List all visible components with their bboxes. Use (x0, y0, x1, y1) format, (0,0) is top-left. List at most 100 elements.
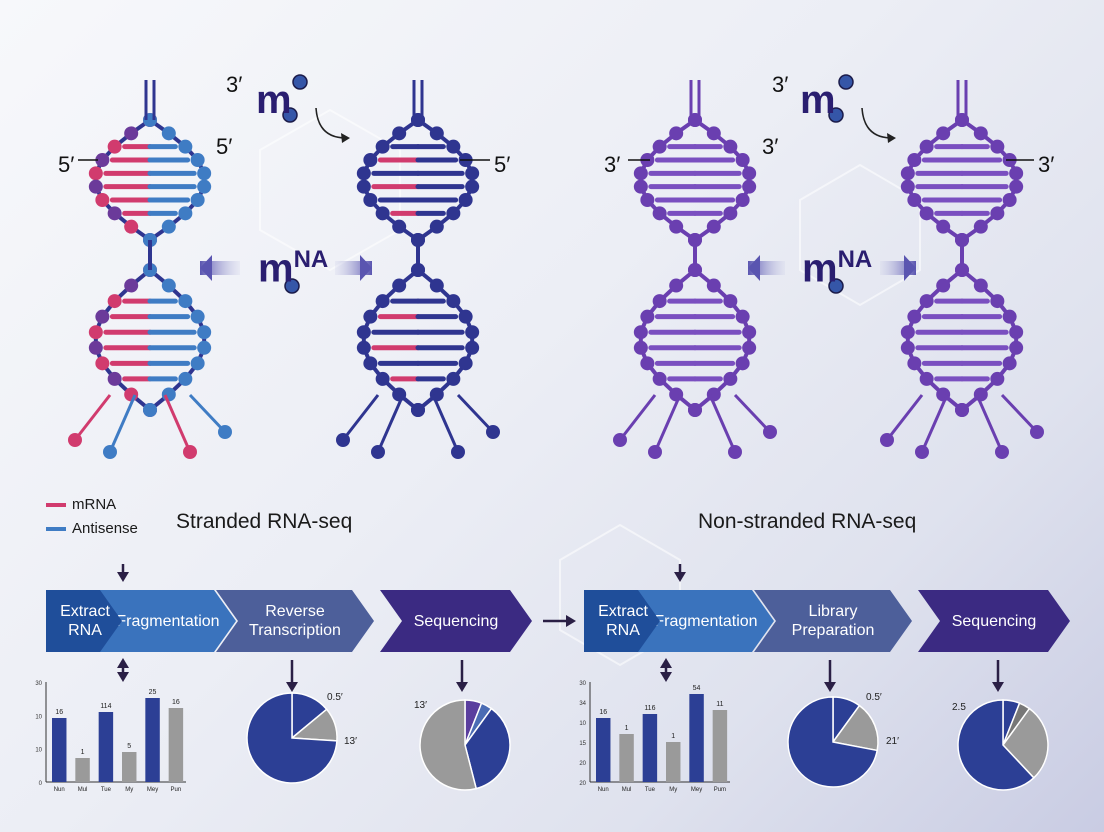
leg-strand (108, 394, 137, 453)
x-tick-label: Nun (598, 787, 609, 793)
x-tick-label: Nun (54, 787, 65, 793)
bar-label: 114 (100, 703, 111, 710)
nucleotide-bead (973, 126, 988, 141)
nucleotide-bead (652, 294, 667, 309)
arrow-to-workflow-right-head (674, 572, 686, 582)
nucleotide-bead (640, 193, 655, 207)
nucleotide-bead (1009, 340, 1024, 355)
top2-prime-label: 3′ (772, 72, 789, 97)
arrow-pie-right-2-head (992, 682, 1004, 692)
nucleotide-bead (178, 371, 193, 386)
bar (666, 742, 681, 782)
nucleotide-bead (107, 294, 122, 309)
nucleotide-bead (669, 219, 684, 234)
nucleotide-bead (375, 139, 390, 154)
bar-label: 16 (599, 709, 607, 716)
leg-strand (653, 394, 682, 453)
nucleotide-bead (363, 356, 378, 371)
nucleotide-bead (95, 356, 110, 371)
leg-bead (103, 445, 117, 459)
y-tick-label: 10 (35, 714, 42, 720)
x-tick-label: Tue (101, 787, 112, 793)
marker-dot (838, 74, 854, 90)
nucleotide-bead (669, 126, 684, 141)
nucleotide-bead (363, 153, 378, 167)
nucleotide-bead (919, 206, 934, 221)
pie-slice (464, 707, 511, 790)
nucleotide-bead (197, 166, 212, 181)
nucleotide-bead (973, 219, 988, 234)
nucleotide-bead (990, 206, 1005, 221)
nucleotide-bead (88, 166, 103, 181)
nucleotide-bead (190, 309, 205, 324)
bar (75, 758, 90, 782)
legend-mrna: mRNA (46, 496, 116, 513)
nucleotide-bead (356, 325, 371, 340)
bar-label: 5 (127, 743, 131, 750)
step-left-fragmentation: Fragmentation (100, 590, 236, 652)
helix4-right-label: 3′ (1038, 152, 1055, 177)
y-tick-label: 10 (579, 721, 586, 727)
backbone-strand (638, 118, 697, 242)
nucleotide-bead (723, 206, 738, 221)
arrow-right-in-head (904, 255, 916, 281)
nucleotide-bead (88, 340, 103, 355)
x-tick-label: Mul (622, 787, 632, 793)
nucleotide-bead (429, 387, 444, 402)
nucleotide-bead (742, 179, 757, 194)
nucleotide-bead (375, 206, 390, 221)
nucleotide-bead (936, 387, 951, 402)
marker-dot (284, 278, 300, 294)
nucleotide-bead (742, 325, 757, 340)
leg-strand (920, 394, 949, 453)
nucleotide-bead (633, 340, 648, 355)
nucleotide-bead (356, 166, 371, 181)
leg-strand (1000, 393, 1039, 434)
dna-helices (68, 74, 1044, 459)
leg-strand (431, 394, 460, 453)
nucleotide-bead (363, 193, 378, 207)
top1-m-label: m (256, 78, 292, 122)
leg-bead (218, 425, 232, 439)
nucleotide-bead (446, 139, 461, 154)
slice-label: 0.5′ (866, 692, 882, 703)
nucleotide-bead (640, 356, 655, 371)
nucleotide-bead (1009, 166, 1024, 181)
backbone-strand (905, 118, 964, 242)
slice-label: 2.5 (952, 702, 966, 713)
leg-bead (613, 433, 627, 447)
nucleotide-bead (392, 219, 407, 234)
nucleotide-bead (735, 309, 750, 324)
x-tick-label: Tue (645, 787, 656, 793)
nucleotide-bead (178, 139, 193, 154)
leg-strand (618, 394, 657, 441)
nucleotide-bead (429, 219, 444, 234)
slice-label: 13′ (414, 700, 427, 711)
backbone-strand (148, 118, 207, 242)
nucleotide-bead (392, 278, 407, 293)
nucleotide-bead (197, 179, 212, 194)
pie-slice (246, 692, 338, 784)
bar (98, 712, 114, 782)
backbone-strand (638, 268, 697, 412)
nucleotide-bead (900, 179, 915, 194)
nucleotide-bead (124, 126, 139, 141)
leg-bead (728, 445, 742, 459)
title-stranded: Stranded RNA-seq (176, 510, 353, 533)
step-left-sequencing: Sequencing (380, 590, 532, 652)
nucleotide-bead (652, 139, 667, 154)
marker-dot (828, 278, 844, 294)
nucleotide-bead (95, 153, 110, 167)
nucleotide-bead (88, 325, 103, 340)
x-tick-label: My (125, 787, 133, 793)
bar (168, 708, 184, 782)
nucleotide-bead (446, 206, 461, 221)
leg-bead (995, 445, 1009, 459)
backbone-strand (693, 118, 752, 242)
flow-arrows (117, 107, 1004, 692)
x-tick-label: Pum (714, 787, 726, 793)
nucleotide-bead (1002, 356, 1017, 371)
